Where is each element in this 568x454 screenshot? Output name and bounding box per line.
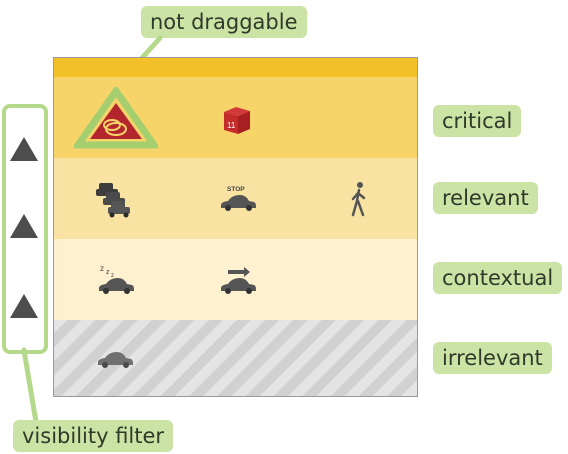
level-label-irrelevant: irrelevant — [433, 342, 552, 374]
stop-car-icon[interactable]: STOP — [218, 184, 258, 214]
svg-text:z: z — [111, 273, 114, 279]
filter-slider-relevant[interactable] — [10, 214, 38, 238]
priority-board-frame — [53, 57, 418, 397]
sleeping-car-icon[interactable]: z z z — [96, 262, 136, 294]
level-label-critical: critical — [433, 105, 522, 137]
level-label-relevant: relevant — [433, 182, 538, 214]
top-band — [53, 57, 418, 77]
level-label-contextual: contextual — [433, 262, 563, 294]
car-icon[interactable] — [95, 348, 135, 370]
stop-sign-text: STOP — [227, 186, 245, 193]
not-draggable-callout: not draggable — [141, 6, 307, 38]
filter-slider-contextual[interactable] — [10, 294, 38, 318]
traffic-jam-icon[interactable] — [93, 180, 133, 218]
package-label: 11 — [227, 121, 236, 130]
svg-text:z: z — [106, 269, 110, 276]
filter-slider-critical[interactable] — [10, 137, 38, 161]
hazard-warning-icon[interactable] — [74, 87, 158, 149]
package-icon[interactable]: 11 — [220, 104, 254, 136]
visibility-filter-callout: visibility filter — [13, 420, 174, 452]
speeding-car-icon[interactable] — [218, 264, 258, 294]
svg-text:z: z — [100, 264, 104, 273]
pedestrian-icon[interactable] — [348, 181, 370, 219]
